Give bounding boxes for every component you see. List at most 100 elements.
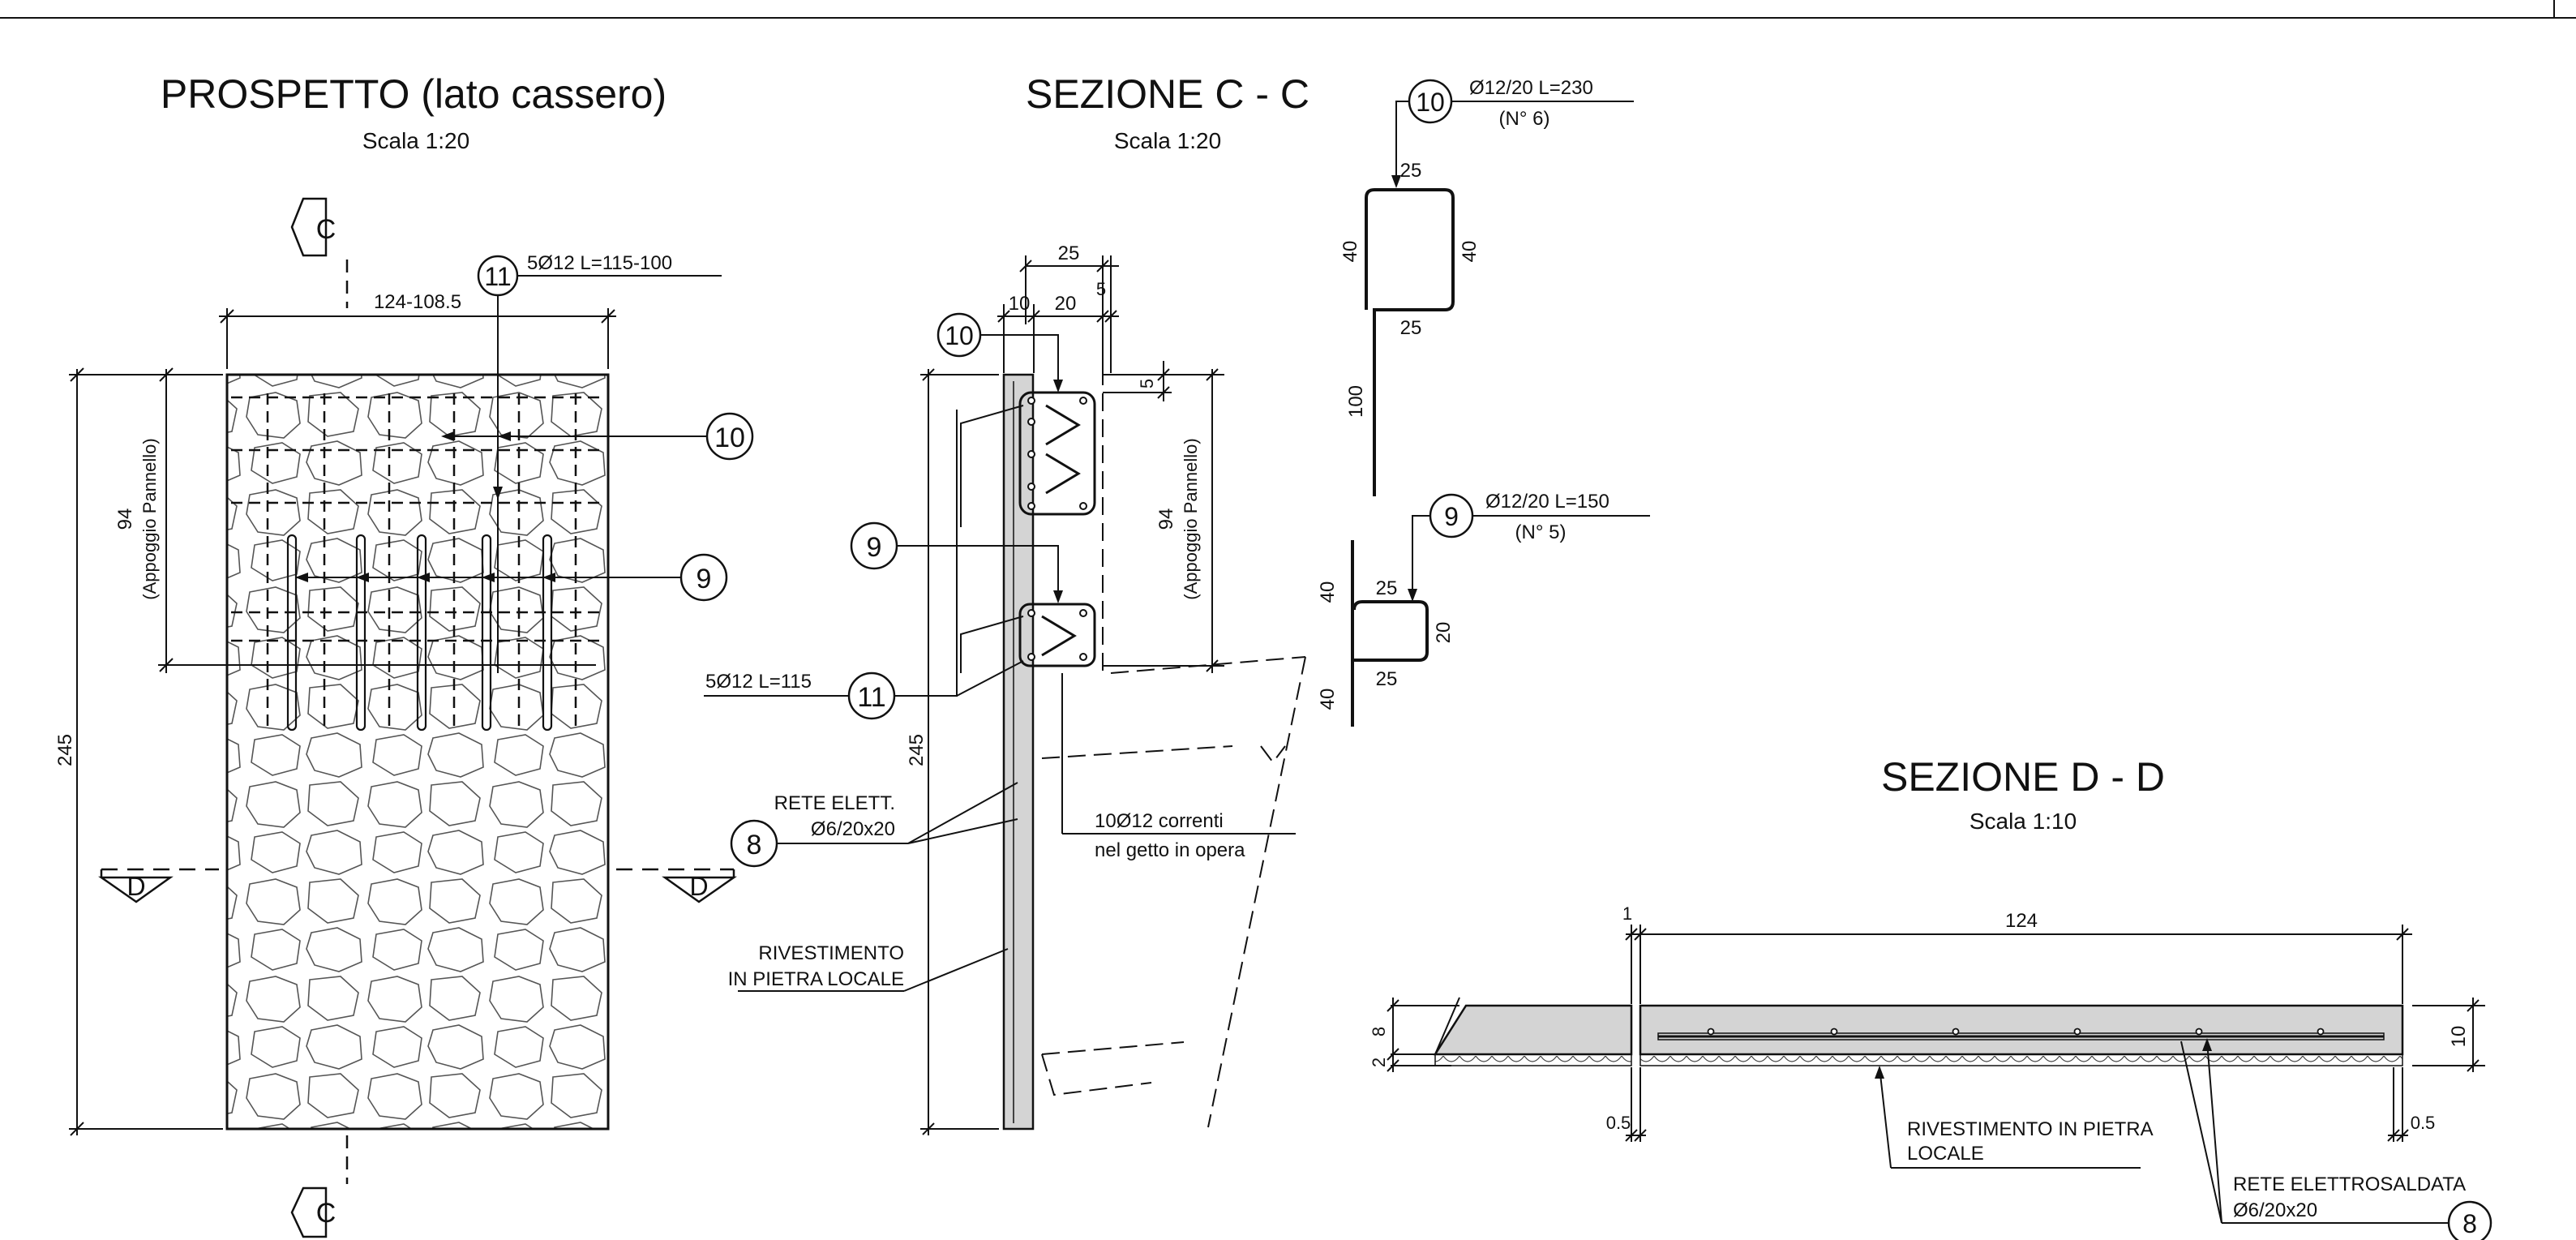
callout-10-number: 10 xyxy=(714,423,745,453)
bar10-dim-bottom: 25 xyxy=(1400,317,1422,339)
bar10-dim-top: 25 xyxy=(1400,160,1422,182)
dd-dim-8: 8 xyxy=(1369,1027,1389,1036)
cc-bar-11-note: 5Ø12 L=115 xyxy=(705,671,812,693)
bar10-count: (N° 6) xyxy=(1499,108,1550,130)
dd-right-dimension xyxy=(2412,998,2485,1072)
dd-dim-1: 1 xyxy=(1622,903,1632,924)
bar10-callout-number: 10 xyxy=(1416,88,1445,117)
prospetto-title: PROSPETTO (lato cassero) xyxy=(161,71,667,117)
dd-cladding-label-1: RIVESTIMENTO IN PIETRA xyxy=(1907,1118,2154,1140)
sezione-dd-view: SEZIONE D - D Scala 1:10 1 124 xyxy=(1369,754,2492,1240)
cc-cast-label-1: 10Ø12 correnti xyxy=(1095,810,1224,832)
bearing-dimension xyxy=(158,367,596,673)
cc-dim-20: 20 xyxy=(1055,293,1077,315)
cc-callout-11-number: 11 xyxy=(857,682,885,713)
stone-panel xyxy=(225,373,610,1131)
dd-mesh-label-1: RETE ELETTROSALDATA xyxy=(2233,1173,2466,1195)
dd-cladding-main xyxy=(1639,1053,2403,1066)
cc-bearing-note: (Appoggio Pannello) xyxy=(1181,438,1201,599)
section-d-left-letter: D xyxy=(126,872,145,901)
stirrup-lower xyxy=(1018,603,1096,667)
bar10-shape xyxy=(1365,188,1455,496)
dd-dim-10: 10 xyxy=(2448,1026,2470,1048)
section-c-top-mark xyxy=(290,197,349,308)
prospetto-view: PROSPETTO (lato cassero) Scala 1:20 xyxy=(54,71,754,1238)
prospetto-scale: Scala 1:20 xyxy=(362,128,469,153)
bar10-dim-tail: 100 xyxy=(1345,385,1367,418)
dd-dim-05-right: 0.5 xyxy=(2411,1113,2436,1133)
bar-10-detail: 10 Ø12/20 L=230 (N° 6) 25 25 40 40 100 xyxy=(1339,77,1634,496)
stirrup-bars xyxy=(1027,397,1087,661)
callout-9-number: 9 xyxy=(697,564,712,594)
bar9-dim-top: 25 xyxy=(1376,577,1398,599)
sezione-dd-title: SEZIONE D - D xyxy=(1881,754,2165,800)
dd-dim-2: 2 xyxy=(1369,1058,1389,1067)
sezione-cc-view: SEZIONE C - C Scala 1:20 xyxy=(704,71,1309,1135)
cc-top-dimensions xyxy=(997,255,1119,373)
sezione-dd-scale: Scala 1:10 xyxy=(1970,809,2077,834)
bar9-dim-right: 20 xyxy=(1433,622,1455,644)
bar9-count: (N° 5) xyxy=(1515,521,1567,543)
stirrup-upper xyxy=(1018,391,1096,516)
section-d-left-mark xyxy=(98,868,219,903)
wall-section xyxy=(1002,373,1035,1131)
cc-mesh-label-1: RETE ELETT. xyxy=(774,792,895,814)
dd-cladding-left xyxy=(1434,1053,1632,1066)
cc-callout-9-number: 9 xyxy=(867,532,882,563)
bar10-spec: Ø12/20 L=230 xyxy=(1469,77,1593,99)
height-dim-label: 245 xyxy=(54,734,76,766)
sheet-frame xyxy=(0,0,2576,19)
cc-dim-25: 25 xyxy=(1058,242,1080,264)
section-c-bottom-letter: C xyxy=(316,1198,336,1229)
bar-11-note: 5Ø12 L=115-100 xyxy=(527,252,672,274)
dd-mesh-label-2: Ø6/20x20 xyxy=(2233,1199,2317,1221)
dd-left-dimensions xyxy=(1387,998,1459,1072)
bar9-dim-up: 40 xyxy=(1317,581,1339,603)
section-c-bottom-mark xyxy=(290,1135,349,1238)
bar9-spec: Ø12/20 L=150 xyxy=(1485,491,1609,513)
dd-top-dimensions xyxy=(1625,925,2412,1004)
width-dimension xyxy=(219,308,616,369)
dd-slab-left xyxy=(1433,1004,1633,1056)
section-c-top-letter: C xyxy=(316,214,336,245)
bar10-dim-right: 40 xyxy=(1459,241,1481,263)
dd-dim-05-left: 0.5 xyxy=(1606,1113,1631,1133)
cc-hook-lines xyxy=(960,405,1024,673)
cc-dim-5-side: 5 xyxy=(1137,379,1157,388)
cc-height-dim: 245 xyxy=(906,734,928,766)
cc-right-dimensions xyxy=(1103,361,1224,673)
dd-callout-8-bubble xyxy=(2447,1200,2492,1240)
callout-11-number: 11 xyxy=(484,262,511,291)
dd-bottom-dimensions xyxy=(1625,1067,2409,1142)
dd-slab-main xyxy=(1639,1004,2404,1056)
cc-mesh-label-2: Ø6/20x20 xyxy=(811,818,895,840)
short-bars xyxy=(286,534,553,732)
bar9-callout-number: 9 xyxy=(1444,502,1459,531)
cc-height-dimension xyxy=(920,368,999,1135)
cc-bearing-dim: 94 xyxy=(1155,508,1177,530)
dd-longitudinal-bars xyxy=(1707,1028,2325,1036)
cc-dim-10: 10 xyxy=(1009,293,1031,315)
section-d-right-mark xyxy=(616,868,737,903)
cc-callout-8-number: 8 xyxy=(747,830,762,860)
dd-cladding-label-2: LOCALE xyxy=(1907,1143,1984,1165)
bar-9-detail: 9 Ø12/20 L=150 (N° 5) 25 25 20 40 40 xyxy=(1317,491,1650,727)
section-d-right-letter: D xyxy=(689,872,708,901)
bearing-note: (Appoggio Pannello) xyxy=(139,438,160,599)
bar10-dim-left: 40 xyxy=(1339,241,1361,263)
dd-dim-124: 124 xyxy=(2005,910,2038,932)
width-dim-label: 124-108.5 xyxy=(374,291,461,313)
sezione-cc-scale: Scala 1:20 xyxy=(1114,128,1221,153)
cc-dim-5-top: 5 xyxy=(1096,279,1106,299)
bar9-dim-bottom: 25 xyxy=(1376,668,1398,690)
bar9-shape xyxy=(1351,540,1429,727)
bar9-dim-down: 40 xyxy=(1317,689,1339,710)
cc-cast-label-2: nel getto in opera xyxy=(1095,839,1245,861)
cc-cladding-label-2: IN PIETRA LOCALE xyxy=(728,968,904,990)
dd-callout-8-number: 8 xyxy=(2462,1209,2477,1238)
cc-callout-10-number: 10 xyxy=(945,321,974,350)
sezione-cc-title: SEZIONE C - C xyxy=(1026,71,1309,117)
cc-cladding-label-1: RIVESTIMENTO xyxy=(758,942,904,964)
bearing-dim-label: 94 xyxy=(114,508,136,530)
